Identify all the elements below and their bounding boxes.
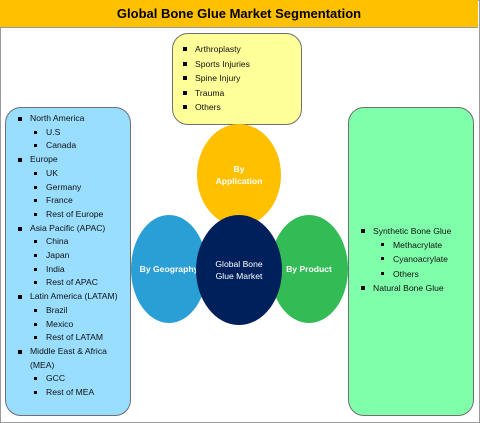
list-item: Germany [6,181,126,195]
list-item: Europe [6,153,126,167]
application-circle: By Application [197,124,281,226]
list-item: Rest of MEA [6,386,126,400]
list-item: Japan [6,249,126,263]
list-item: North America [6,112,126,126]
list-item: Rest of LATAM [6,331,126,345]
list-item: India [6,263,126,277]
list-item: Canada [6,139,126,153]
center-circle: Global Bone Glue Market [196,215,282,325]
geography-circle: By Geography [131,215,207,323]
list-item: Latin America (LATAM) [6,290,126,304]
list-item: Arthroplasty [173,42,250,57]
list-item: Synthetic Bone Glue [349,224,471,238]
list-item: Trauma [173,86,250,101]
center-label-line1: Global Bone [215,259,263,269]
list-item: Rest of Europe [6,208,126,222]
list-item: Brazil [6,304,126,318]
list-item: (MEA) [30,359,55,370]
list-item: France [6,194,126,208]
list-item: China [6,235,126,249]
product-label: By Product [286,264,332,274]
list-item: Spine Injury [173,71,250,86]
list-item: Natural Bone Glue [349,281,471,295]
list-item: Mexico [6,318,126,332]
diagram-title: Global Bone Glue Market Segmentation [0,0,478,28]
list-item: Rest of APAC [6,276,126,290]
list-item: Middle East & Africa [6,345,126,359]
list-item: UK [6,167,126,181]
list-item: Methacrylate [349,238,471,252]
list-item: Others [173,100,250,115]
application-label-line2: Application [215,176,263,186]
list-item: U.S [6,126,126,140]
list-item: Cyanoacrylate [349,252,471,266]
list-item: Asia Pacific (APAC) [6,222,126,236]
list-item: Others [349,267,471,281]
product-circle: By Product [270,215,348,323]
list-item: Sports Injuries [173,57,250,72]
application-label-line1: By [233,164,245,174]
list-item: GCC [6,372,126,386]
geography-label: By Geography [139,264,199,274]
center-label-line2: Glue Market [215,271,263,281]
